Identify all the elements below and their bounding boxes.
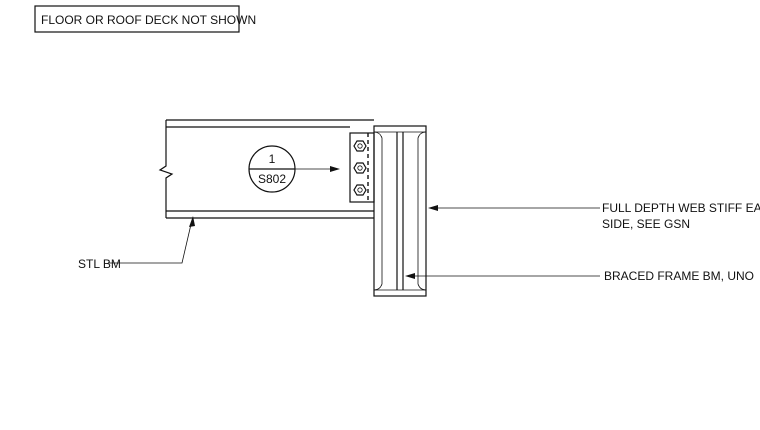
beam-break-line bbox=[158, 120, 174, 218]
web-stiffener-label-line2: SIDE, SEE GSN bbox=[602, 217, 690, 231]
general-note: FLOOR OR ROOF DECK NOT SHOWN bbox=[34, 5, 256, 33]
bolt-3-hole-icon bbox=[357, 187, 363, 193]
bolt-1-hole-icon bbox=[357, 143, 363, 149]
steel-beam bbox=[158, 119, 374, 219]
steel-beam-leader bbox=[108, 219, 193, 264]
section-marker-sheet: S802 bbox=[258, 172, 286, 186]
web-stiffener-right bbox=[417, 131, 427, 291]
braced-frame-beam-label: BRACED FRAME BM, UNO bbox=[604, 269, 754, 283]
bolt-2-icon bbox=[353, 162, 367, 174]
steel-beam-label: STL BM bbox=[78, 257, 121, 271]
braced-frame-beam bbox=[373, 125, 427, 297]
bolt-2-hole-icon bbox=[357, 165, 363, 171]
steel-beam-arrow-icon bbox=[189, 216, 195, 227]
shear-connection bbox=[349, 132, 375, 203]
braced-frame-beam-arrow-icon bbox=[405, 273, 415, 279]
braced-frame-beam-callout: BRACED FRAME BM, UNO bbox=[405, 269, 754, 283]
section-marker-number: 1 bbox=[269, 152, 276, 166]
web-stiffener-callout: FULL DEPTH WEB STIFF EA SIDE, SEE GSN bbox=[428, 201, 760, 231]
steel-beam-callout: STL BM bbox=[78, 216, 195, 271]
braced-frame-beam-outline bbox=[373, 125, 427, 297]
general-note-box bbox=[34, 5, 240, 33]
bolt-1-icon bbox=[353, 140, 367, 152]
bolt-3-icon bbox=[353, 184, 367, 196]
general-note-text: FLOOR OR ROOF DECK NOT SHOWN bbox=[41, 13, 256, 27]
web-stiffener-arrow-icon bbox=[428, 205, 438, 211]
web-stiffener-left bbox=[373, 131, 383, 291]
section-marker: 1 S802 bbox=[248, 145, 340, 193]
web-stiffener-label-line1: FULL DEPTH WEB STIFF EA bbox=[602, 201, 760, 215]
section-marker-arrow-icon bbox=[330, 166, 340, 172]
